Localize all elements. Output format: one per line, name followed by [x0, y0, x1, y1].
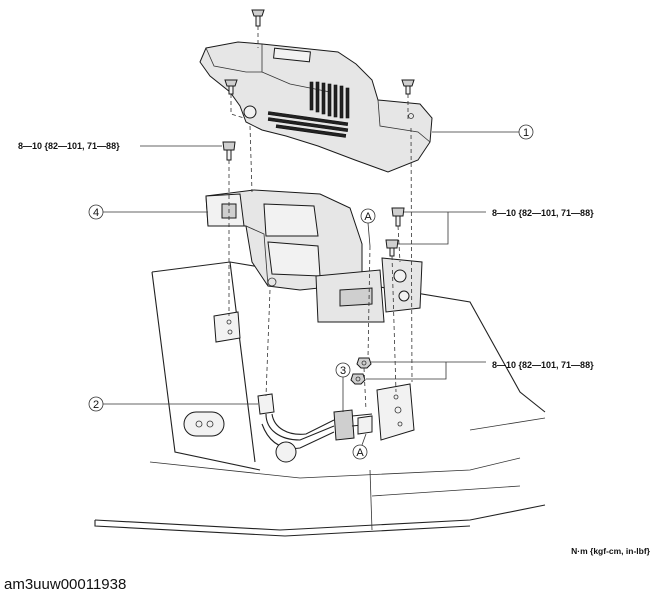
cover-screws	[224, 9, 415, 95]
callout-a-top: A	[360, 208, 376, 247]
body-oval-hole	[183, 411, 225, 437]
torque-spec-right-lower: 8—10 {82—101, 71—88}	[366, 360, 594, 380]
torque-spec-left: 8—10 {82—101, 71—88}	[18, 141, 222, 151]
svg-text:A: A	[364, 211, 372, 223]
callout-4: 4	[88, 204, 208, 220]
torque-units-note: N·m {kgf-cm, in-lbf}	[571, 546, 651, 556]
harness-part-2-3	[257, 393, 373, 463]
cover-vent-slots	[267, 81, 350, 138]
callout-2: 2	[88, 396, 258, 412]
module-bolts	[222, 141, 405, 257]
figure-id: am3uuw00011938	[4, 576, 127, 593]
svg-text:8—10 {82—101, 71—88}: 8—10 {82—101, 71—88}	[492, 360, 594, 370]
cover-part-1	[199, 41, 433, 173]
svg-text:4: 4	[93, 207, 99, 219]
harness-nuts	[350, 357, 372, 385]
callout-a-bottom: A	[352, 433, 368, 460]
installation-lines	[228, 26, 413, 411]
callout-1: 1	[432, 124, 534, 140]
svg-text:8—10 {82—101, 71—88}: 8—10 {82—101, 71—88}	[18, 141, 120, 151]
svg-text:A: A	[356, 447, 364, 459]
svg-text:2: 2	[93, 399, 99, 411]
callout-3: 3	[335, 362, 351, 412]
torque-spec-right-upper: 8—10 {82—101, 71—88}	[398, 208, 594, 245]
svg-text:1: 1	[523, 127, 529, 139]
body-bracket-left	[213, 311, 241, 343]
body-panel	[94, 261, 546, 537]
svg-text:3: 3	[340, 365, 346, 377]
svg-text:8—10 {82—101, 71—88}: 8—10 {82—101, 71—88}	[492, 208, 594, 218]
